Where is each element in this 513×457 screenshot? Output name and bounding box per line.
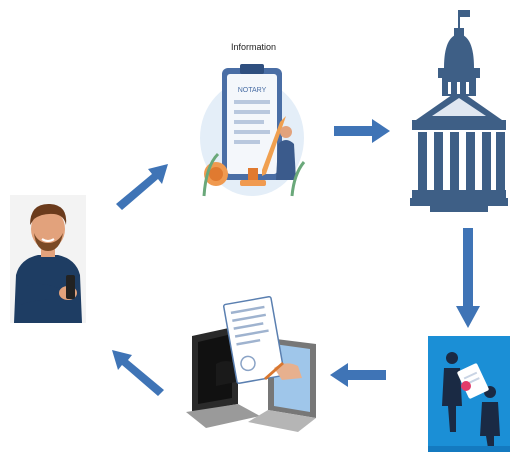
- laptop-document-transfer-icon: [186, 296, 316, 432]
- arrow-agreement-to-transfer: [330, 363, 386, 387]
- institution-node: [410, 8, 508, 214]
- government-building-icon: [410, 10, 508, 212]
- notary-text: NOTARY: [238, 87, 267, 94]
- arrow-person-to-notary: [116, 164, 168, 210]
- notary-node: Information NOTARY: [196, 42, 308, 202]
- person-phone-icon: [10, 195, 86, 323]
- handshake-agreement-icon: [428, 336, 510, 452]
- information-label: Information: [231, 42, 277, 52]
- person-node: [10, 195, 86, 323]
- arrow-transfer-to-person: [112, 350, 164, 396]
- transfer-node: [186, 294, 320, 440]
- arrow-notary-to-institution: [334, 119, 390, 143]
- arrow-institution-to-agreement: [456, 228, 480, 328]
- agreement-node: [428, 336, 510, 452]
- notary-document-icon: NOTARY: [200, 64, 306, 197]
